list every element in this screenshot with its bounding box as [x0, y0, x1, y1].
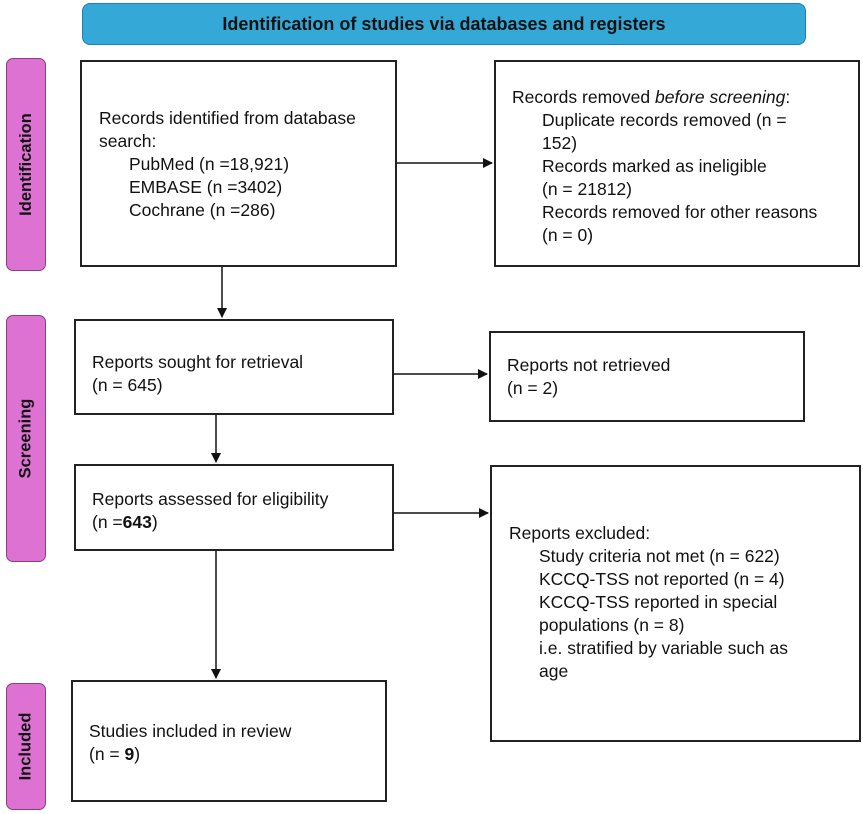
reports-assessed-count: (n =643): [92, 512, 158, 532]
header-title: Identification of studies via databases …: [222, 13, 666, 34]
records-identified-intro-cont: search:: [99, 131, 157, 151]
phase-identification: Identification: [6, 58, 46, 271]
marked-ineligible: Records marked as ineligible: [542, 156, 767, 176]
excluded-special-populations-count: populations (n = 8): [539, 615, 685, 635]
studies-included-count: (n = 9): [89, 744, 141, 764]
duplicates-removed: Duplicate records removed (n =: [542, 110, 787, 130]
reports-sought-box: Reports sought for retrieval (n = 645): [74, 319, 394, 415]
reports-not-retrieved-count: (n = 2): [507, 378, 559, 398]
records-identified-intro: Records identified from database: [99, 108, 356, 128]
reports-sought-label: Reports sought for retrieval: [92, 352, 304, 372]
reports-assessed-label: Reports assessed for eligibility: [92, 489, 329, 509]
phase-screening: Screening: [6, 315, 46, 562]
diagram-header: Identification of studies via databases …: [82, 3, 806, 45]
reports-sought-count: (n = 645): [92, 375, 163, 395]
records-removed-intro: Records removed before screening:: [512, 87, 791, 107]
phase-included: Included: [6, 683, 46, 810]
records-removed-box: Records removed before screening: Duplic…: [494, 60, 860, 267]
duplicates-removed-count: 152): [542, 133, 578, 153]
excluded-special-populations: KCCQ-TSS reported in special: [539, 592, 778, 612]
studies-included-box: Studies included in review (n = 9): [71, 680, 387, 802]
source-pubmed: PubMed (n =18,921): [129, 154, 290, 174]
reports-not-retrieved-box: Reports not retrieved (n = 2): [489, 331, 805, 422]
marked-ineligible-count: (n = 21812): [542, 179, 632, 199]
excluded-stratified-note-cont: age: [539, 661, 569, 681]
excluded-tss-not-reported: KCCQ-TSS not reported (n = 4): [539, 569, 785, 589]
source-embase: EMBASE (n =3402): [129, 177, 283, 197]
removed-other-reasons-count: (n = 0): [542, 225, 594, 245]
studies-included-label: Studies included in review: [89, 721, 292, 741]
reports-excluded-intro: Reports excluded:: [509, 523, 651, 543]
reports-assessed-box: Reports assessed for eligibility (n =643…: [74, 464, 394, 551]
reports-excluded-box: Reports excluded: Study criteria not met…: [490, 465, 861, 742]
excluded-stratified-note: i.e. stratified by variable such as: [539, 638, 789, 658]
removed-other-reasons: Records removed for other reasons: [542, 202, 818, 222]
excluded-criteria-not-met: Study criteria not met (n = 622): [539, 546, 780, 566]
records-identified-box: Records identified from database search:…: [80, 60, 397, 267]
source-cochrane: Cochrane (n =286): [129, 200, 276, 220]
reports-not-retrieved-label: Reports not retrieved: [507, 355, 671, 375]
